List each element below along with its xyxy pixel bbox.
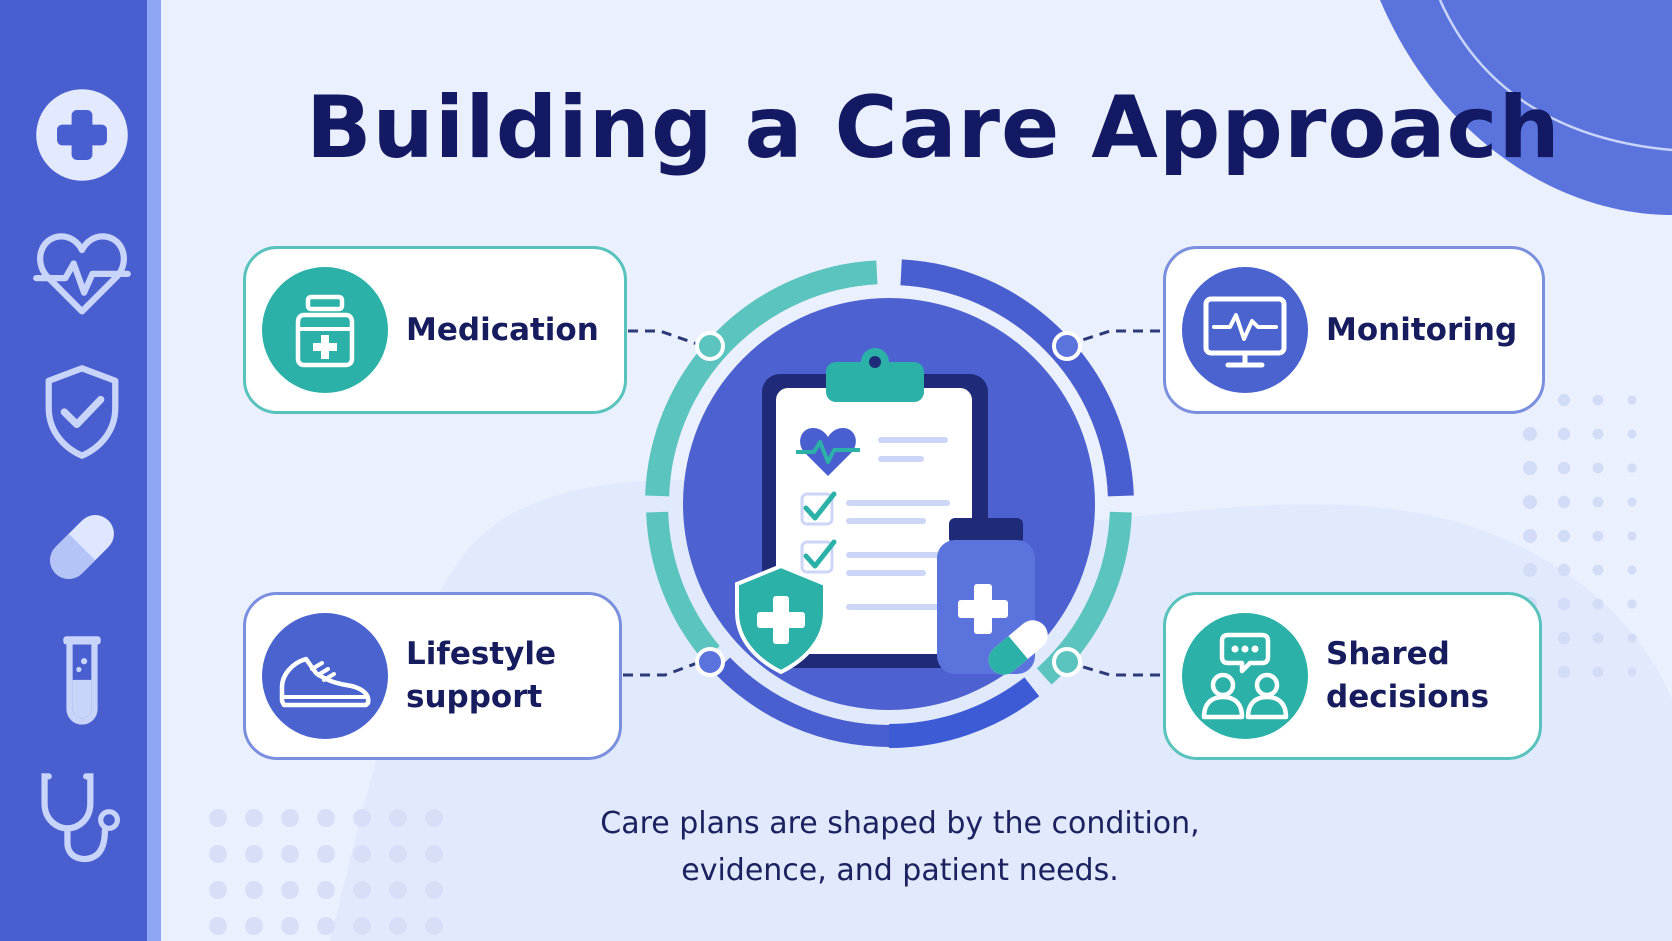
decor-dot — [1627, 599, 1637, 609]
page-title: Building a Care Approach — [306, 78, 1561, 178]
decor-dot — [1557, 529, 1571, 543]
ring-arc — [888, 677, 1040, 748]
test-tube-icon — [63, 636, 101, 725]
connector-lines — [623, 329, 1160, 677]
decor-dot — [1592, 530, 1604, 542]
decor-dot — [353, 917, 371, 935]
card-monitoring[interactable]: Monitoring — [1163, 246, 1545, 414]
decor-dot — [1557, 563, 1571, 577]
decor-dot — [1627, 429, 1637, 439]
decor-dot — [1627, 565, 1637, 575]
ring-nodes — [695, 331, 1082, 677]
caption: Care plans are shaped by the condition, … — [600, 806, 1200, 888]
decor-dot — [1557, 461, 1571, 475]
decor-dot — [1627, 395, 1637, 405]
decor-dot — [425, 809, 443, 827]
decor-dot — [209, 845, 227, 863]
decor-dot — [1592, 666, 1604, 678]
decor-dot — [389, 845, 407, 863]
card-label: Medication — [406, 311, 599, 348]
stethoscope-icon — [41, 773, 120, 863]
decor-dot — [1592, 564, 1604, 576]
decor-dot — [209, 881, 227, 899]
card-label: Monitoring — [1326, 311, 1518, 348]
decor-dot — [1557, 393, 1571, 407]
decor-dot — [1523, 495, 1537, 509]
decor-dot — [389, 809, 407, 827]
decor-dot — [281, 881, 299, 899]
sidebar — [0, 0, 161, 941]
sneaker-icon — [279, 656, 371, 708]
decor-dot — [1592, 632, 1604, 644]
decor-dot — [1523, 563, 1537, 577]
decor-dot — [245, 809, 263, 827]
decor-dot — [209, 809, 227, 827]
decor-dot — [1523, 427, 1537, 441]
decor-dot — [1627, 633, 1637, 643]
card-medication[interactable]: Medication — [243, 246, 627, 414]
decor-dot — [1627, 497, 1637, 507]
decor-dot — [425, 881, 443, 899]
decor-dot — [1557, 665, 1571, 679]
decor-dot — [317, 881, 335, 899]
decor-dot — [209, 917, 227, 935]
decor-dot — [317, 845, 335, 863]
decor-dot — [353, 881, 371, 899]
decor-dot — [353, 809, 371, 827]
decor-dot — [1627, 667, 1637, 677]
pill-icon — [50, 515, 114, 579]
decor-dot — [245, 845, 263, 863]
decor-dot — [1592, 598, 1604, 610]
card-icon-circle — [1182, 613, 1308, 739]
decor-dot — [1592, 394, 1604, 406]
people-chat-icon — [1201, 632, 1289, 720]
decor-dot — [1523, 529, 1537, 543]
decor-dot — [1523, 461, 1537, 475]
decor-dot — [1592, 428, 1604, 440]
card-label: Lifestyle support — [406, 636, 557, 715]
card-label: Shared decisions — [1326, 636, 1490, 715]
decor-dot — [281, 809, 299, 827]
heart-monitor-icon — [1203, 296, 1287, 368]
ring-arc — [646, 511, 720, 661]
decor-dot — [1627, 531, 1637, 541]
card-shared-decisions[interactable]: Shared decisions — [1163, 592, 1542, 760]
decor-dot — [353, 845, 371, 863]
medicine-bottle-icon — [295, 294, 355, 368]
decor-dot — [1557, 597, 1571, 611]
decor-dot — [281, 845, 299, 863]
decor-dot — [389, 881, 407, 899]
decor-dot — [425, 917, 443, 935]
card-icon-circle — [262, 613, 388, 739]
plus-icon — [36, 89, 128, 181]
heart-pulse-icon — [33, 233, 131, 315]
decor-dot — [389, 917, 407, 935]
decor-dot — [1592, 462, 1604, 474]
decor-dot — [317, 917, 335, 935]
clipboard-care-plan-icon — [735, 348, 1048, 675]
decor-dot — [1557, 427, 1571, 441]
decor-dot — [425, 845, 443, 863]
decor-dot — [1557, 495, 1571, 509]
decor-dot — [1592, 496, 1604, 508]
card-icon-circle — [262, 267, 388, 393]
decor-dot — [245, 917, 263, 935]
decor-dot — [317, 809, 335, 827]
ring-arc — [714, 657, 890, 747]
card-lifestyle-support[interactable]: Lifestyle support — [243, 592, 622, 760]
decor-dot — [1557, 631, 1571, 645]
card-icon-circle — [1182, 267, 1308, 393]
decor-dot — [245, 881, 263, 899]
decor-dot — [281, 917, 299, 935]
decor-dot — [1627, 463, 1637, 473]
shield-check-icon — [45, 365, 119, 459]
